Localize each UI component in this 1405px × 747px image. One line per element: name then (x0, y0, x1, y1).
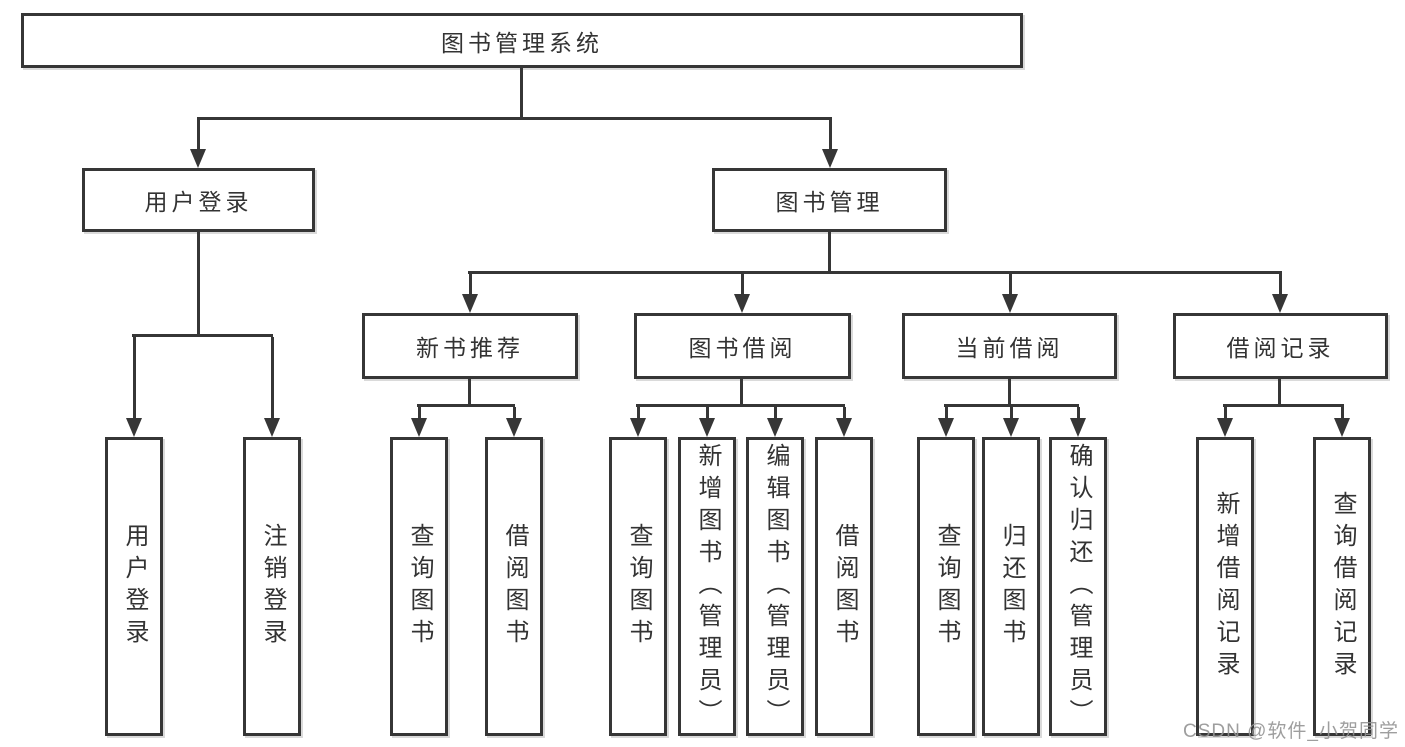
node-label: 编辑图书（管理员） (762, 442, 789, 731)
leaf-borrow-books: 借阅图书 (815, 437, 873, 736)
node-label: 图书借阅 (688, 335, 797, 361)
node-label: 确认归还（管理员） (1065, 442, 1092, 731)
node-label: 图书管理 (775, 189, 884, 215)
connector-arrow-down (836, 407, 852, 437)
connector-arrow-down (190, 120, 206, 168)
leaf-add-books-admin: 新增图书（管理员） (678, 437, 736, 736)
connector-line (520, 68, 523, 120)
node-label: 用户登录 (121, 522, 148, 651)
connector-line (1223, 404, 1344, 407)
node-label: 当前借阅 (955, 335, 1064, 361)
connector-arrow-down (1272, 274, 1288, 313)
node-label: 借阅记录 (1226, 335, 1335, 361)
connector-arrow-down (822, 120, 838, 168)
connector-arrow-down (506, 407, 522, 437)
connector-arrow-down (734, 274, 750, 313)
node-label: 查询借阅记录 (1329, 490, 1356, 683)
connector-line (944, 404, 1079, 407)
node-label: 借阅图书 (831, 522, 858, 651)
connector-line (197, 232, 200, 337)
csdn-watermark: CSDN @软件_小贺同学 (1183, 721, 1399, 742)
connector-line (740, 379, 743, 407)
connector-arrow-down (1070, 407, 1086, 437)
node-label: 图书管理系统 (441, 29, 603, 56)
node-label: 查询图书 (933, 522, 960, 651)
node-label: 新增图书（管理员） (694, 442, 721, 731)
node-label: 借阅图书 (501, 522, 528, 651)
connector-line (468, 379, 471, 407)
node-book-management: 图书管理 (712, 168, 947, 232)
connector-line (417, 404, 515, 407)
node-borrowing-records: 借阅记录 (1173, 313, 1388, 379)
connector-line (132, 334, 273, 337)
leaf-return-books: 归还图书 (982, 437, 1040, 736)
node-label: 新增借阅记录 (1212, 490, 1239, 683)
leaf-edit-books-admin: 编辑图书（管理员） (746, 437, 804, 736)
node-label: 注销登录 (259, 522, 286, 651)
connector-arrow-down (767, 407, 783, 437)
node-label: 归还图书 (998, 522, 1025, 651)
node-book-borrowing: 图书借阅 (634, 313, 851, 379)
connector-arrow-down (699, 407, 715, 437)
connector-line (197, 117, 832, 120)
leaf-add-borrow-record: 新增借阅记录 (1196, 437, 1254, 736)
node-current-borrowing: 当前借阅 (902, 313, 1117, 379)
leaf-confirm-return-admin: 确认归还（管理员） (1049, 437, 1107, 736)
connector-line (468, 271, 1282, 274)
node-label: 新书推荐 (416, 335, 524, 361)
connector-line (828, 232, 831, 274)
leaf-query-borrow-record: 查询借阅记录 (1313, 437, 1371, 736)
connector-arrow-down (126, 337, 142, 437)
connector-line (1008, 379, 1011, 407)
connector-arrow-down (462, 274, 478, 313)
node-library-management-system: 图书管理系统 (21, 13, 1023, 68)
connector-arrow-down (411, 407, 427, 437)
connector-line (636, 404, 845, 407)
leaf-query-books-current: 查询图书 (917, 437, 975, 736)
leaf-user-login: 用户登录 (105, 437, 163, 736)
connector-arrow-down (938, 407, 954, 437)
node-label: 用户登录 (144, 189, 253, 215)
connector-line (1278, 379, 1281, 407)
leaf-query-books-borrow: 查询图书 (609, 437, 667, 736)
node-new-book-recommendation: 新书推荐 (362, 313, 578, 379)
connector-arrow-down (630, 407, 646, 437)
connector-arrow-down (1217, 407, 1233, 437)
node-user-login: 用户登录 (82, 168, 315, 232)
leaf-borrow-books-recommend: 借阅图书 (485, 437, 543, 736)
connector-arrow-down (1002, 274, 1018, 313)
node-label: 查询图书 (625, 522, 652, 651)
leaf-query-books-recommend: 查询图书 (390, 437, 448, 736)
connector-arrow-down (1003, 407, 1019, 437)
node-label: 查询图书 (406, 522, 433, 651)
connector-arrow-down (1334, 407, 1350, 437)
leaf-logout: 注销登录 (243, 437, 301, 736)
connector-arrow-down (264, 337, 280, 437)
